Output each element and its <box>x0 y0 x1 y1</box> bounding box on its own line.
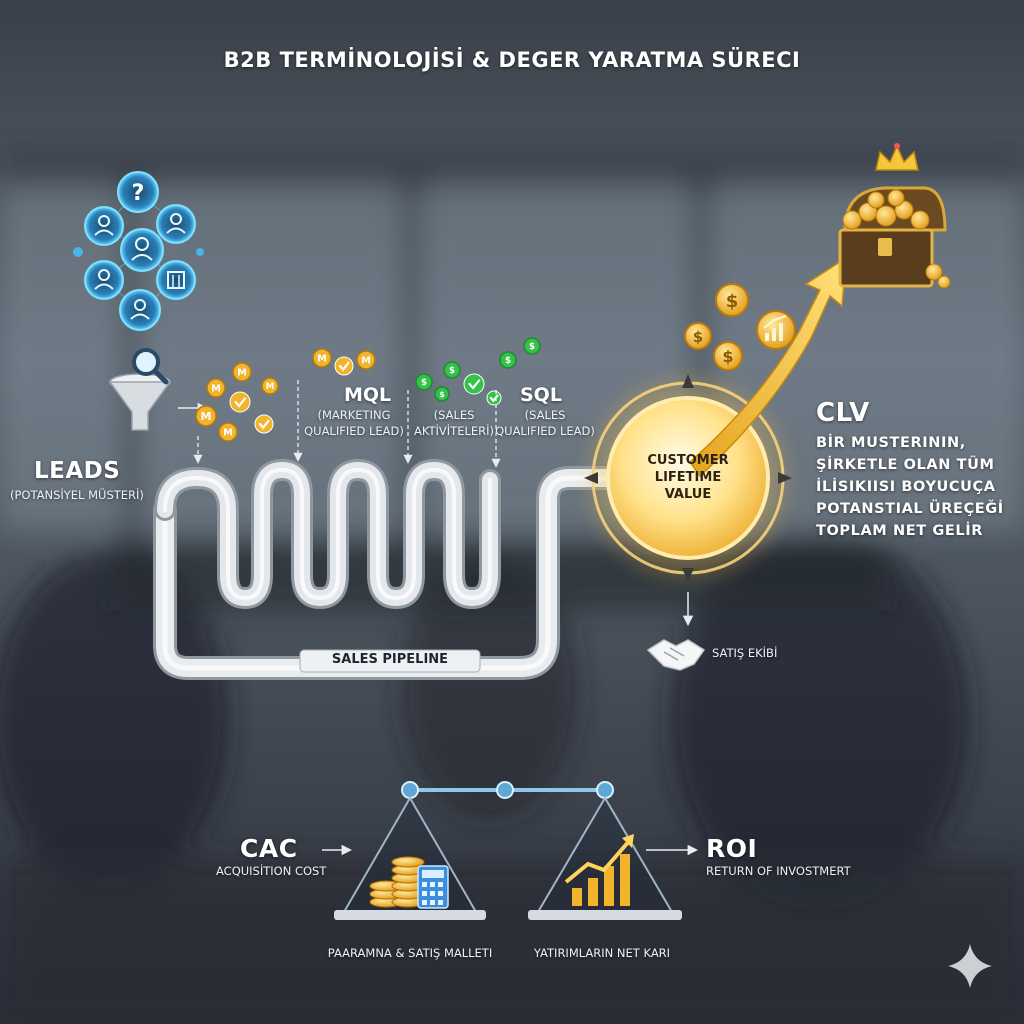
user-icon <box>119 289 161 331</box>
svg-text:M: M <box>237 368 247 379</box>
svg-text:$: $ <box>439 390 444 399</box>
check-icon <box>229 391 251 413</box>
coin-m-icon: M <box>232 362 252 382</box>
clv-title: CLV <box>816 398 870 428</box>
dollar-coin-icon: $ <box>713 341 743 371</box>
crown-icon <box>875 143 919 171</box>
page-title: B2B TERMİNOLOJİSİ & DEGER YARATMA SÜRECI <box>223 48 801 72</box>
mql-sub-line2: QUALIFIED LEAD) <box>304 424 404 438</box>
dollar-coin-icon: $ <box>684 322 712 350</box>
dollar-coin-icon: $ <box>443 361 461 379</box>
sql-label: SQL <box>520 384 562 406</box>
clv-label-line2: LIFETIME <box>654 470 722 485</box>
clv-desc-line: POTANSTIAL ÜREÇEĞİ <box>816 501 1004 517</box>
dollar-coin-icon: $ <box>715 283 749 317</box>
check-icon <box>254 414 274 434</box>
svg-text:M: M <box>201 410 212 423</box>
clv-desc-line: İLİSIKIISI BOYUCUÇA <box>816 479 996 495</box>
clv-label-line3: VALUE <box>664 487 712 502</box>
check-icon <box>334 356 354 376</box>
coin-m-icon: M <box>356 350 376 370</box>
clv-label-line1: CUSTOMER <box>647 453 729 468</box>
cac-label: CAC <box>240 834 298 863</box>
svg-text:M: M <box>211 384 221 395</box>
svg-text:?: ? <box>132 181 145 206</box>
mql-sub-line1: (MARKETING <box>317 408 391 422</box>
cac-sub: ACQUISİTION COST <box>216 864 327 878</box>
dollar-coin-icon: $ <box>499 351 517 369</box>
dollar-coin-icon: $ <box>523 337 541 355</box>
clv-desc-line: TOPLAM NET GELİR <box>816 523 983 539</box>
svg-text:$: $ <box>449 366 455 376</box>
svg-text:M: M <box>266 382 275 392</box>
leads-bubble-cluster: ? <box>73 171 204 331</box>
check-icon <box>486 390 502 406</box>
roi-sub: RETURN OF INVOSTMERT <box>706 864 851 878</box>
clv-desc-line: ŞİRKETLE OLAN TÜM <box>816 457 995 473</box>
svg-text:$: $ <box>726 291 739 312</box>
coin-m-icon: M <box>195 405 217 427</box>
sales-activities-line1: (SALES <box>433 408 475 422</box>
leads-sub: (POTANSİYEL MÜSTERİ) <box>10 488 144 502</box>
svg-text:M: M <box>361 356 371 367</box>
user-icon <box>156 204 196 244</box>
sales-activities-line2: AKTİVİTELERİ) <box>413 424 495 438</box>
customer-lifetime-value-label: CUSTOMER LIFETIME VALUE <box>614 452 762 503</box>
dollar-coin-icon: $ <box>415 373 433 391</box>
coin-stack-icon <box>369 856 425 908</box>
svg-text:$: $ <box>505 356 511 366</box>
growth-chart-icon <box>756 310 796 350</box>
svg-text:M: M <box>223 428 233 439</box>
clv-desc-line: BİR MUSTERININ, <box>816 435 966 451</box>
funnel-icon <box>108 373 172 431</box>
question-icon: ? <box>117 171 159 213</box>
clv-description: BİR MUSTERININ, ŞİRKETLE OLAN TÜM İLİSIK… <box>816 432 1004 542</box>
sales-pipeline <box>153 459 617 680</box>
calculator-icon <box>417 865 449 909</box>
sql-sub-line2: QUALIFIED LEAD) <box>495 424 595 438</box>
roi-bottom-label: YATIRIMLARIN NET KARI <box>533 946 671 960</box>
coin-m-icon: M <box>312 348 332 368</box>
sparkle-icon <box>948 944 992 988</box>
check-icon <box>463 373 485 395</box>
bar-chart-icon <box>564 834 634 906</box>
cac-bottom-label: PAARAMNA & SATIŞ MALLETI <box>327 946 493 960</box>
sql-coin-cluster: $ $ $ $ $ <box>415 337 541 406</box>
user-icon <box>84 206 124 246</box>
handshake-icon <box>646 639 706 671</box>
svg-text:$: $ <box>529 342 535 352</box>
sales-team-label: SATIŞ EKİBİ <box>712 646 778 660</box>
coin-m-icon: M <box>206 378 226 398</box>
user-icon <box>84 260 124 300</box>
dollar-coin-icon: $ <box>434 386 450 402</box>
svg-text:$: $ <box>722 347 733 366</box>
svg-text:M: M <box>317 354 327 365</box>
roi-label: ROI <box>706 834 758 863</box>
user-icon <box>120 228 164 272</box>
coin-m-icon: M <box>218 422 238 442</box>
magnifier-icon <box>132 348 169 385</box>
building-icon <box>156 260 196 300</box>
leads-label: LEADS <box>34 458 121 484</box>
treasure-chest-icon <box>838 186 951 289</box>
sql-sub-line1: (SALES <box>524 408 566 422</box>
svg-text:$: $ <box>421 378 427 388</box>
coin-m-icon: M <box>261 377 279 395</box>
svg-text:$: $ <box>693 328 703 346</box>
sales-pipeline-label: SALES PIPELINE <box>331 652 449 667</box>
mql-label: MQL <box>344 384 392 406</box>
